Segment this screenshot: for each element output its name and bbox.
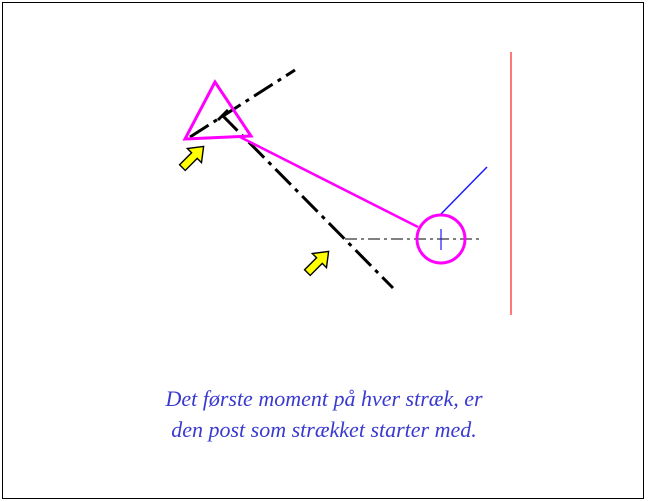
leg-tick <box>216 108 230 122</box>
start-triangle-icon <box>182 79 254 141</box>
start-pointer-arrow-icon <box>178 145 205 172</box>
caption: Det første moment på hver stræk, er den … <box>0 383 648 445</box>
control-circle-icon <box>415 213 467 265</box>
start-direction-dash <box>189 68 296 139</box>
caption-line-1: Det første moment på hver stræk, er <box>165 386 483 411</box>
caption-line-2: den post som strækket starter med. <box>171 417 477 442</box>
leg-dash-line <box>220 113 395 290</box>
leg-pointer-arrow-icon <box>303 250 330 277</box>
north-line <box>440 166 488 215</box>
course-line <box>239 135 419 229</box>
